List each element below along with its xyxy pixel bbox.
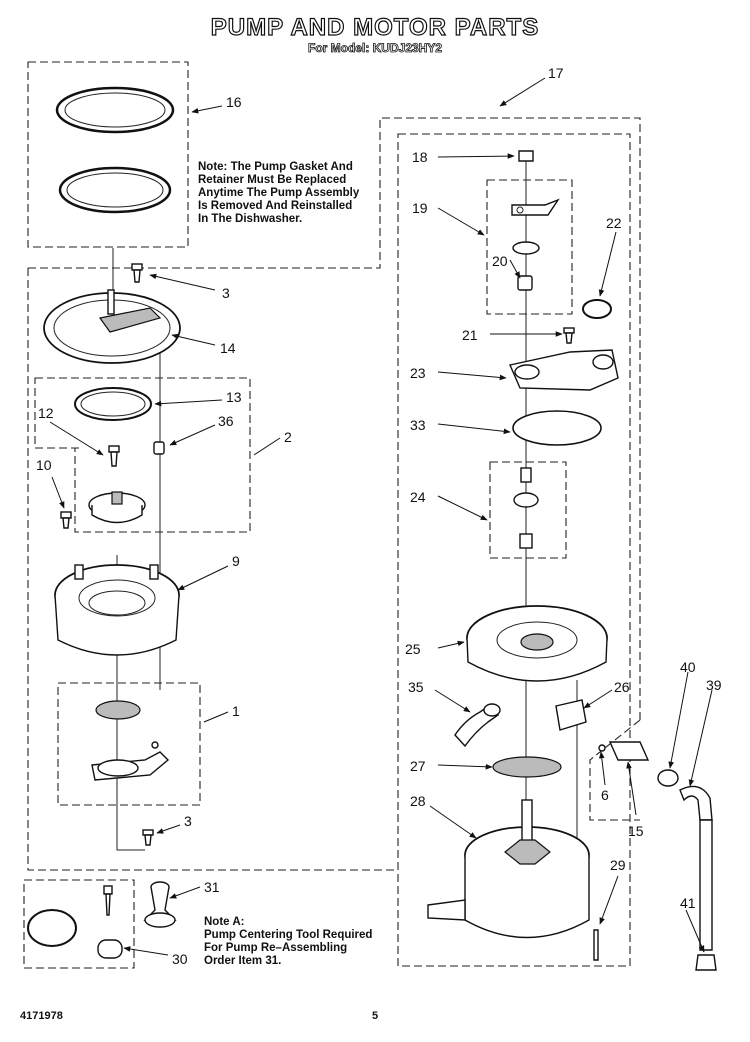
screw-bottom (142, 829, 154, 846)
gasket-33 (512, 410, 602, 446)
screw-29 (593, 929, 599, 961)
gasket-30 (27, 885, 123, 959)
callout-23: 23 (410, 365, 426, 381)
doc-number: 4171978 (20, 1010, 63, 1022)
page-title: PUMP AND MOTOR PARTS (210, 13, 540, 41)
callout-numbers: 16 17 3 14 13 36 2 12 10 9 1 3 18 19 20 … (36, 65, 722, 967)
callout-39: 39 (706, 677, 722, 693)
note-a: Note A: Pump Centering Tool Required For… (204, 916, 373, 967)
valve-15 (608, 741, 650, 761)
bracket-26 (555, 699, 587, 731)
callout-16: 16 (226, 94, 242, 110)
group-19-box (486, 179, 573, 315)
callout-15: 15 (628, 823, 644, 839)
leader-lines (49, 77, 713, 956)
chopper-assembly (91, 700, 170, 781)
callout-20: 20 (492, 253, 508, 269)
coupling-20 (512, 241, 540, 291)
inlet-boundary (589, 719, 641, 821)
callout-3-bottom: 3 (184, 813, 192, 829)
callout-14: 14 (220, 340, 236, 356)
pump-gasket (55, 86, 175, 214)
hose-39 (679, 785, 713, 951)
assembly-17-boundary-left (27, 268, 395, 871)
callout-13: 13 (226, 389, 242, 405)
group-outlines (23, 61, 641, 969)
callout-27: 27 (410, 758, 426, 774)
pump-base-25 (466, 605, 608, 682)
callout-24: 24 (410, 489, 426, 505)
motor-assembly-box (397, 133, 631, 967)
group-24-box (489, 461, 567, 559)
o-ring-22 (582, 299, 612, 319)
callout-40: 40 (680, 659, 696, 675)
axis-lines (112, 160, 578, 900)
callout-22: 22 (606, 215, 622, 231)
callout-30: 30 (172, 951, 188, 967)
callout-12: 12 (38, 405, 54, 421)
screw-21 (563, 327, 575, 344)
callout-9: 9 (232, 553, 240, 569)
callout-19: 19 (412, 200, 428, 216)
callout-1: 1 (232, 703, 240, 719)
clamp-40 (657, 769, 679, 787)
callout-36: 36 (218, 413, 234, 429)
callout-25: 25 (405, 641, 421, 657)
hose-35 (454, 703, 501, 748)
callout-33: 33 (410, 417, 426, 433)
callout-10: 10 (36, 457, 52, 473)
screw-top (131, 263, 143, 283)
callout-28: 28 (410, 793, 426, 809)
callout-17: 17 (548, 65, 564, 81)
centering-tool-31 (143, 881, 177, 928)
callout-6: 6 (601, 787, 609, 803)
pump-housing (54, 564, 180, 656)
pump-cover (43, 289, 181, 364)
impeller (88, 491, 146, 524)
plate-23 (509, 349, 619, 391)
motor-28 (427, 799, 590, 939)
gasket-kit-box (27, 61, 189, 248)
callout-3-top: 3 (222, 285, 230, 301)
callout-26: 26 (614, 679, 630, 695)
assembly-17-boundary-top (28, 117, 641, 720)
group-1-box (57, 682, 201, 806)
callout-41: 41 (680, 895, 696, 911)
page-number: 5 (372, 1010, 379, 1022)
ring-6 (598, 744, 606, 752)
gasket-note: Note: The Pump Gasket And Retainer Must … (198, 161, 360, 225)
impeller-screw (108, 445, 120, 467)
callout-29: 29 (610, 857, 626, 873)
callout-2: 2 (284, 429, 292, 445)
model-subtitle: For Model: KUDJ23HY2 (307, 41, 443, 56)
callout-35: 35 (408, 679, 424, 695)
nut-18 (518, 150, 534, 162)
callout-18: 18 (412, 149, 428, 165)
shaft-key-19 (511, 198, 560, 216)
group-30-box (23, 879, 135, 969)
cap-41 (695, 954, 717, 971)
callout-21: 21 (462, 327, 478, 343)
seal-24 (513, 467, 539, 549)
screw-10 (60, 511, 72, 529)
washer-27 (492, 756, 562, 778)
callout-31: 31 (204, 879, 220, 895)
plug-36 (153, 441, 165, 455)
seal-ring (74, 387, 152, 421)
